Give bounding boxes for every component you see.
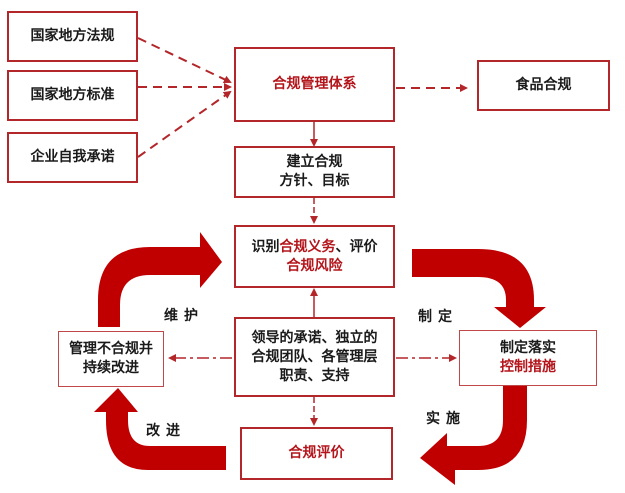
core-line-2: 合规团队、各管理层 xyxy=(251,348,378,365)
policy-line-1: 建立合规 xyxy=(286,154,343,170)
identify-prefix: 识别 xyxy=(251,238,280,255)
compliance-evaluation-box: 合规评价 xyxy=(240,427,393,480)
identify-obligations-box: 识别合规义务、评价 合规风险 xyxy=(234,225,395,288)
control-line-1: 制定落实 xyxy=(500,340,556,356)
dashed-arrow-commitment xyxy=(137,90,232,158)
manage-line-2: 持续改进 xyxy=(83,360,139,376)
compliance-obligations-text: 合规义务 xyxy=(279,238,336,255)
policy-objectives-box: 建立合规 方针、目标 xyxy=(234,146,395,198)
label-formulate: 制定 xyxy=(418,309,458,325)
control-line-2: 控制措施 xyxy=(500,359,556,375)
input-label: 企业自我承诺 xyxy=(30,149,115,165)
label-improve: 改进 xyxy=(146,423,186,439)
manage-noncompliance-box: 管理不合规并 持续改进 xyxy=(58,331,164,387)
core-line-1: 领导的承诺、独立的 xyxy=(251,329,378,346)
policy-line-2: 方针、目标 xyxy=(279,173,350,189)
compliance-evaluation-label: 合规评价 xyxy=(288,445,345,461)
dashed-arrow-regulations xyxy=(137,37,232,84)
manage-line-1: 管理不合规并 xyxy=(69,341,153,357)
core-line-3: 职责、支持 xyxy=(279,367,350,384)
cycle-arrow-formulate xyxy=(412,249,546,328)
input-box-regulations: 国家地方法规 xyxy=(7,11,138,62)
cycle-arrow-maintain xyxy=(98,232,222,327)
label-implement: 实施 xyxy=(426,411,466,427)
cycle-arrow-implement xyxy=(420,386,527,485)
input-label: 国家地方法规 xyxy=(30,28,115,44)
label-maintain: 维护 xyxy=(164,308,204,324)
cycle-arrow-improve xyxy=(94,388,226,470)
control-measures-box: 制定落实 控制措施 xyxy=(459,330,597,386)
input-box-commitment: 企业自我承诺 xyxy=(7,132,138,183)
identify-line-1: 识别合规义务、评价 xyxy=(252,238,378,257)
input-box-standards: 国家地方标准 xyxy=(7,70,138,121)
food-compliance-label: 食品合规 xyxy=(515,77,572,93)
compliance-risk-text: 合规风险 xyxy=(286,257,343,274)
leadership-support-box: 领导的承诺、独立的 合规团队、各管理层 职责、支持 xyxy=(234,317,395,397)
identify-middle: 、评价 xyxy=(335,238,378,255)
compliance-system-label: 合规管理体系 xyxy=(272,76,357,92)
compliance-system-box: 合规管理体系 xyxy=(234,47,395,122)
food-compliance-box: 食品合规 xyxy=(477,60,610,111)
input-label: 国家地方标准 xyxy=(30,87,115,103)
